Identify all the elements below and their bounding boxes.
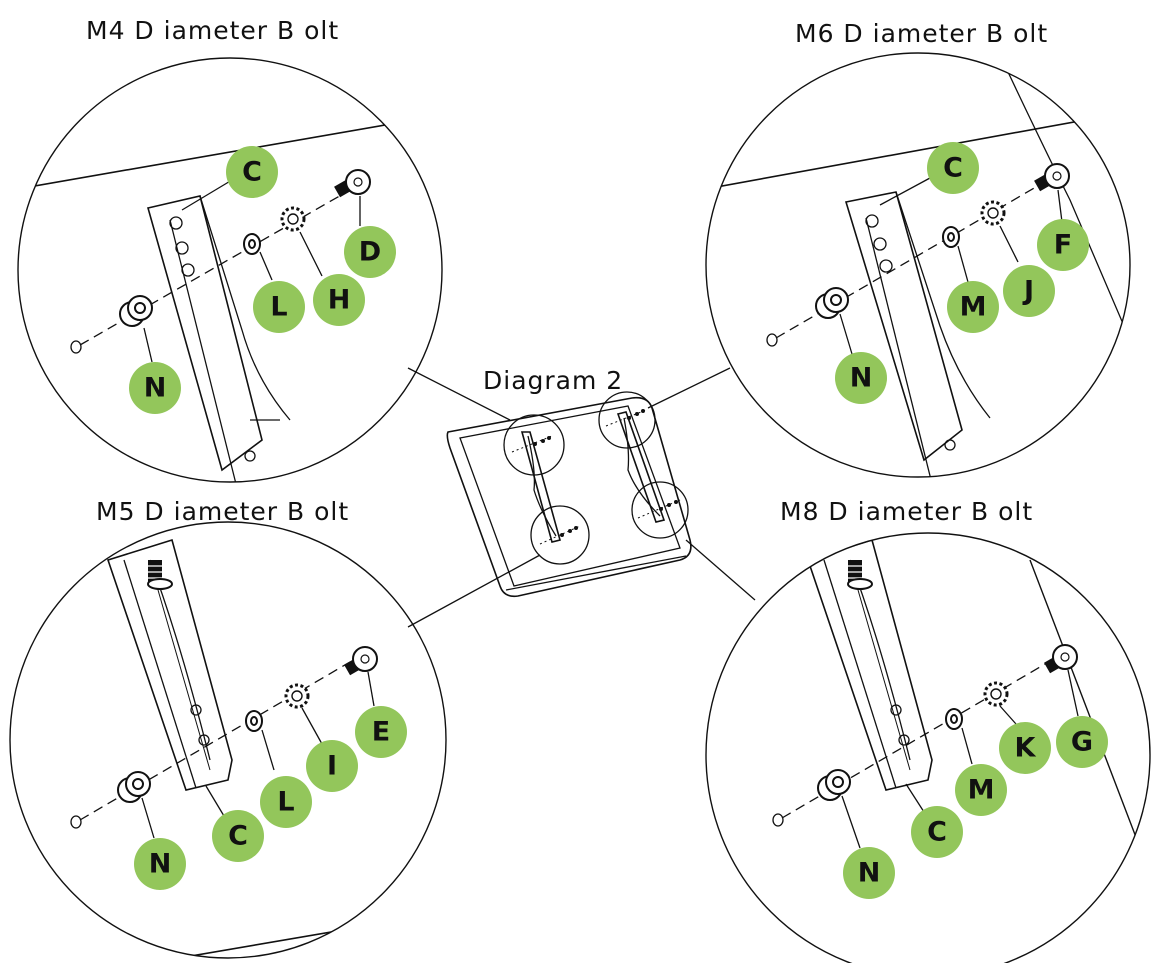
svg-text:N: N [850,363,873,394]
plate-arm-left [520,431,561,543]
badge-i: I [306,740,358,792]
plate-arm-right [616,411,666,523]
badge-n: N [843,847,895,899]
svg-text:N: N [149,849,172,880]
inner-bolt [846,560,873,590]
badge-j: J [1003,265,1055,317]
badge-h: H [313,274,365,326]
mounting-plate [446,391,692,598]
svg-text:C: C [242,157,262,188]
svg-text:N: N [144,373,167,404]
washer-part [945,708,963,730]
badge-c: C [927,142,979,194]
badge-l: L [253,281,305,333]
detail-panel-m8: G K M C N [705,532,1151,963]
badge-e: E [355,706,407,758]
detail-panel-m6: C F M J N [705,52,1131,478]
badge-c: C [911,806,963,858]
zoom-circle-tl [503,414,565,476]
svg-text:L: L [277,787,294,818]
callout-connectors [407,367,756,628]
svg-text:C: C [228,821,248,852]
badge-n: N [134,838,186,890]
badge-m: M [955,764,1007,816]
washer-part [942,226,960,248]
svg-text:G: G [1071,727,1093,758]
spacer-part [817,769,851,801]
lock-washer-part [280,206,306,232]
svg-text:C: C [943,153,963,184]
spacer-part [117,771,151,803]
zoom-circle-bl [530,505,590,565]
detail-panel-m4: C D L H N [17,57,443,483]
spacer-part [119,295,153,327]
bolt-part [1034,163,1070,192]
washer-part [245,710,263,732]
badge-d: D [344,226,396,278]
badge-c: C [212,810,264,862]
zoom-circle-tr [598,391,656,449]
panel-title-m8: M8 D iameter B olt [780,497,1034,526]
badge-c: C [226,146,278,198]
panel-title-m4: M4 D iameter B olt [86,16,340,45]
lock-washer-part [284,683,310,709]
svg-text:C: C [927,817,947,848]
washer-part [243,233,261,255]
badge-g: G [1056,716,1108,768]
badge-k: K [999,722,1051,774]
badge-n: N [835,352,887,404]
bolt-part [1044,644,1078,674]
diagram-title: Diagram 2 [483,366,624,395]
bolt-part [334,169,371,198]
lock-washer-part [983,681,1009,707]
svg-text:E: E [372,717,390,748]
svg-text:M: M [960,292,987,323]
badge-f: F [1037,219,1089,271]
bolt-part [344,646,378,676]
panel-title-m6: M6 D iameter B olt [795,19,1049,48]
detail-panel-m5: E I L C N [9,521,447,959]
panel-title-m5: M5 D iameter B olt [96,497,350,526]
badge-m: M [947,281,999,333]
lock-washer-part [980,200,1006,226]
zoom-circle-br [631,481,689,539]
inner-bolt [146,560,173,590]
svg-text:M: M [968,775,995,806]
svg-text:L: L [270,292,287,323]
badge-l: L [260,776,312,828]
svg-text:N: N [858,858,881,889]
svg-text:F: F [1054,230,1072,261]
spacer-part [815,287,849,319]
svg-text:J: J [1022,276,1034,307]
svg-text:D: D [359,237,381,268]
svg-text:I: I [327,751,337,782]
svg-text:K: K [1015,733,1037,764]
badge-n: N [129,362,181,414]
svg-text:H: H [328,285,351,316]
